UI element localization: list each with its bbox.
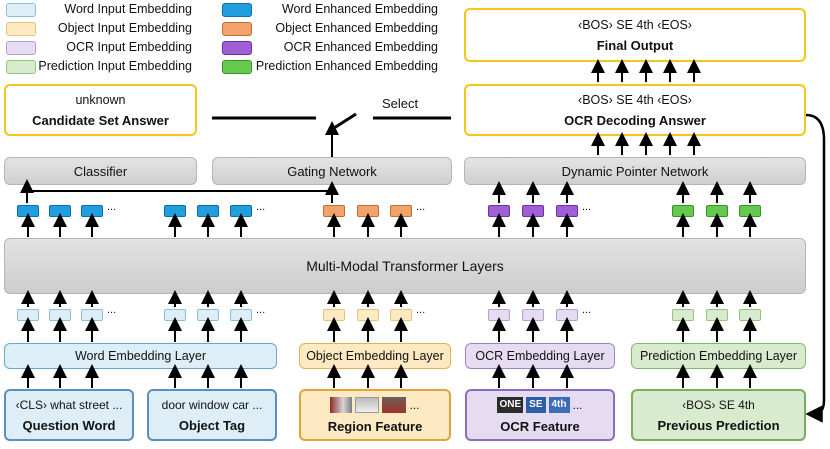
region-ellipsis: ...: [409, 397, 420, 412]
object-tag-input-ellipsis: ...: [256, 304, 266, 316]
legend-prediction-enhanced: Prediction Enhanced Embedding: [255, 59, 438, 73]
previous-prediction-text: ‹BOS› SE 4th: [682, 397, 755, 412]
switch-arm-line: [333, 112, 357, 130]
legend-object-input: Object Input Embedding: [57, 21, 192, 35]
final-output-label: Final Output: [596, 37, 674, 53]
previous-prediction-box: ‹BOS› SE 4th Previous Prediction: [631, 389, 806, 441]
object-tag-box: door window car ... Object Tag: [147, 389, 277, 441]
legend-swatch-object-input: [6, 22, 36, 36]
ocr-thumb-1: ONE: [497, 396, 524, 413]
object-embedding-layer: Object Embedding Layer: [299, 343, 451, 369]
classifier-label: Classifier: [73, 163, 128, 179]
feedback-arrow: [805, 113, 826, 423]
question-input-ellipsis: ...: [107, 304, 117, 316]
ocr-thumb-3: 4th: [548, 396, 570, 413]
legend-ocr-enhanced: OCR Enhanced Embedding: [283, 40, 438, 54]
legend-prediction-input: Prediction Input Embedding: [38, 59, 192, 73]
region-feature-box: ... Region Feature: [299, 389, 451, 441]
legend-swatch-ocr-input: [6, 41, 36, 55]
region-feature-row: ...: [330, 396, 420, 413]
region-enhanced-ellipsis: ...: [416, 201, 426, 213]
region-thumb-1: [330, 396, 353, 413]
legend-swatch-prediction-enhanced: [222, 60, 252, 74]
pointer-network-box: Dynamic Pointer Network: [464, 157, 806, 185]
ocr-thumb-2: SE: [526, 396, 546, 413]
legend-object-enhanced: Object Enhanced Embedding: [275, 21, 438, 35]
word-embedding-label: Word Embedding Layer: [74, 349, 207, 363]
object-tag-enhanced-ellipsis: ...: [256, 201, 266, 213]
word-embedding-layer: Word Embedding Layer: [4, 343, 277, 369]
legend-swatch-object-enhanced: [222, 22, 252, 36]
region-thumb-2: [355, 396, 380, 413]
legend-ocr-input: OCR Input Embedding: [66, 40, 192, 54]
previous-prediction-label: Previous Prediction: [657, 417, 780, 433]
ocr-embedding-layer: OCR Embedding Layer: [465, 343, 615, 369]
region-thumb-3: [382, 396, 407, 413]
ocr-decoding-text: ‹BOS› SE 4th ‹EOS›: [578, 92, 692, 107]
region-input-ellipsis: ...: [416, 304, 426, 316]
transformer-label: Multi-Modal Transformer Layers: [306, 258, 504, 274]
question-word-text: ‹CLS› what street ...: [15, 397, 123, 412]
final-output-text: ‹BOS› SE 4th ‹EOS›: [578, 17, 692, 32]
pointer-network-label: Dynamic Pointer Network: [561, 163, 709, 179]
select-label: Select: [382, 96, 419, 111]
classifier-bracket: [26, 185, 334, 203]
legend-word-input: Word Input Embedding: [64, 2, 192, 16]
prediction-embedding-label: Prediction Embedding Layer: [639, 349, 798, 363]
ocr-feature-box: ONE SE 4th ... OCR Feature: [465, 389, 615, 441]
object-tag-label: Object Tag: [178, 417, 246, 433]
candidate-answer-box: unknown Candidate Set Answer: [4, 84, 197, 136]
ocr-feature-label: OCR Feature: [500, 418, 580, 434]
candidate-answer-text: unknown: [75, 92, 126, 107]
ocr-decoding-box: ‹BOS› SE 4th ‹EOS› OCR Decoding Answer: [464, 84, 806, 136]
ocr-embedding-label: OCR Embedding Layer: [475, 349, 605, 363]
legend-swatch-word-enhanced: [222, 3, 252, 17]
question-word-box: ‹CLS› what street ... Question Word: [4, 389, 134, 441]
classifier-box: Classifier: [4, 157, 197, 185]
object-tag-text: door window car ...: [161, 397, 263, 412]
region-feature-label: Region Feature: [327, 418, 423, 434]
ocr-ellipsis: ...: [572, 397, 583, 412]
ocr-feature-row: ONE SE 4th ...: [497, 396, 583, 413]
ocr-input-ellipsis: ...: [582, 304, 592, 316]
legend-swatch-prediction-input: [6, 60, 36, 74]
question-word-label: Question Word: [22, 417, 116, 433]
object-embedding-label: Object Embedding Layer: [306, 349, 444, 363]
legend-word-enhanced: Word Enhanced Embedding: [281, 2, 438, 16]
gating-network-label: Gating Network: [287, 163, 377, 179]
question-enhanced-ellipsis: ...: [107, 201, 117, 213]
final-output-box: ‹BOS› SE 4th ‹EOS› Final Output: [464, 8, 806, 62]
ocr-decoding-label: OCR Decoding Answer: [564, 112, 706, 128]
ocr-enhanced-ellipsis: ...: [582, 201, 592, 213]
legend-swatch-word-input: [6, 3, 36, 17]
candidate-answer-label: Candidate Set Answer: [32, 112, 169, 128]
gating-network-box: Gating Network: [212, 157, 452, 185]
legend-swatch-ocr-enhanced: [222, 41, 252, 55]
